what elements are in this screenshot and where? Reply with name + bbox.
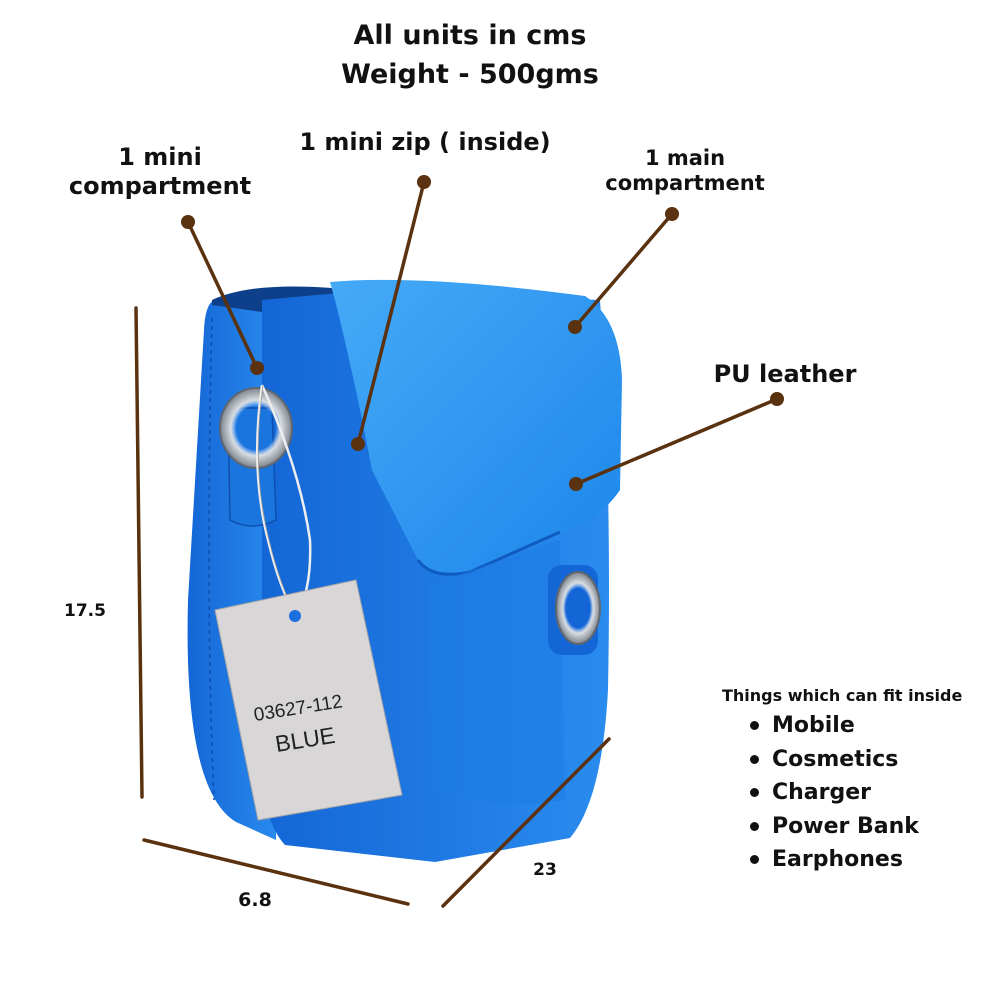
- pointer-dot: [665, 207, 679, 221]
- list-item-label: Power Bank: [772, 813, 919, 839]
- pointer-dot: [770, 392, 784, 406]
- clasp-ring: [555, 571, 601, 645]
- pointer-dot: [250, 361, 264, 375]
- list-item-label: Earphones: [772, 847, 903, 872]
- dimension-lines: [134, 306, 611, 908]
- units-note: All units in cms: [353, 20, 587, 51]
- list-item: Power Bank: [722, 810, 992, 844]
- pointer-dot: [351, 437, 365, 451]
- side-stitching: [208, 317, 215, 801]
- fit-inside-section: Things which can fit inside Mobile Cosme…: [722, 686, 992, 877]
- bullet-icon: [750, 788, 759, 797]
- dimension-width: 23: [533, 860, 557, 880]
- bullet-icon: [750, 754, 759, 764]
- bullet-icon: [750, 821, 759, 831]
- fit-inside-list: Mobile Cosmetics Charger Power Bank Earp…: [722, 709, 992, 877]
- width-line: [441, 737, 611, 908]
- pointer-dot: [568, 320, 582, 334]
- height-line: [134, 306, 144, 799]
- pointer-mini-zip: [356, 181, 426, 445]
- bag-flap: [330, 279, 622, 576]
- list-item: Charger: [722, 776, 992, 810]
- dimension-height: 17.5: [64, 601, 106, 621]
- list-item-label: Mobile: [772, 713, 855, 738]
- list-item-label: Charger: [772, 780, 872, 805]
- list-item: Mobile: [722, 709, 992, 743]
- pointer-dot: [569, 477, 583, 491]
- label-line: compartment: [605, 171, 765, 196]
- title-block: All units in cms Weight - 500gms: [290, 16, 650, 94]
- tag-hole: [289, 610, 301, 622]
- pointer-dot: [417, 175, 431, 189]
- label-mini-compartment: 1 mini compartment: [40, 143, 280, 201]
- dimension-depth: 6.8: [238, 889, 272, 911]
- label-mini-zip: 1 mini zip ( inside): [299, 128, 551, 156]
- bag-lower-panel: [428, 540, 565, 805]
- pointer-mini-compartment: [186, 221, 259, 369]
- weight-note: Weight - 500gms: [341, 59, 599, 90]
- label-line: compartment: [68, 171, 252, 200]
- list-item: Cosmetics: [722, 743, 992, 777]
- bullet-icon: [750, 855, 759, 864]
- depth-line: [142, 838, 410, 906]
- list-item-label: Cosmetics: [772, 746, 899, 772]
- callout-pointers: [181, 175, 784, 491]
- label-line: 1 main: [644, 146, 726, 170]
- pointer-dot: [181, 215, 195, 229]
- pointer-main-compartment: [573, 212, 674, 329]
- label-line: 1 mini: [118, 143, 202, 171]
- list-item: Earphones: [722, 843, 992, 877]
- pointer-pu-leather: [575, 397, 778, 486]
- bullet-icon: [750, 721, 759, 730]
- fit-inside-title: Things which can fit inside: [722, 686, 963, 705]
- d-ring: [219, 387, 293, 469]
- hang-tag: [214, 579, 403, 821]
- label-pu-leather: PU leather: [713, 360, 857, 388]
- label-main-compartment: 1 main compartment: [590, 146, 780, 196]
